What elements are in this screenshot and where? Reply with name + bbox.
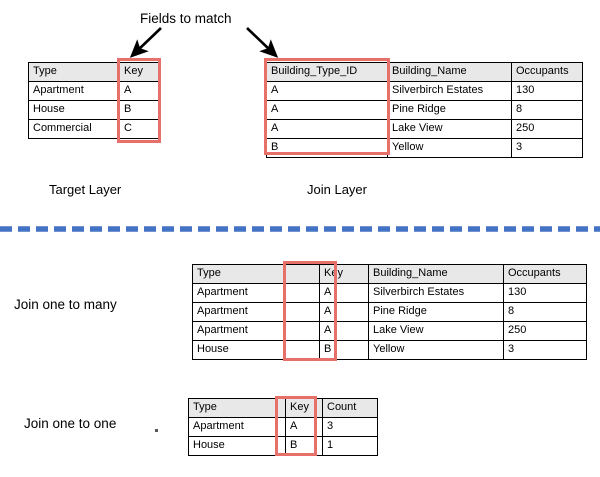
cell-occupants: 130 (511, 81, 583, 101)
target-layer-table-wrap: Type Key Apartment A House B Commercial … (28, 62, 159, 139)
cell-building-name: Lake View (387, 119, 512, 139)
cell-key: B (119, 100, 159, 120)
cell-key: C (119, 119, 159, 139)
target-layer-table: Type Key Apartment A House B Commercial … (28, 62, 159, 139)
join-one-to-many-label: Join one to many (14, 297, 117, 312)
cell-key: B (319, 340, 369, 360)
cell-building-name: Silverbirch Estates (368, 283, 504, 303)
join-one-to-one-table: Type Key Count Apartment A 3 House B 1 (188, 398, 378, 456)
cell-type: House (188, 436, 286, 456)
cell-type: Apartment (192, 321, 320, 341)
page-title: Fields to match (140, 11, 232, 26)
table-row: A Silverbirch Estates 130 (266, 81, 583, 101)
table-header-row: Type Key Building_Name Occupants (192, 264, 587, 284)
table-row: Commercial C (28, 119, 159, 139)
cell-key: A (319, 321, 369, 341)
table-header-row: Type Key (28, 62, 159, 82)
column-header-key: Key (319, 264, 369, 284)
cell-building-type-id: A (266, 119, 388, 139)
join-layer-table-wrap: Building_Type_ID Building_Name Occupants… (266, 62, 583, 158)
column-header-key: Key (119, 62, 159, 82)
cell-key: A (319, 302, 369, 322)
cell-count: 3 (322, 417, 378, 437)
column-header-type: Type (192, 264, 320, 284)
cell-occupants: 8 (511, 100, 583, 120)
column-header-occupants: Occupants (503, 264, 587, 284)
cell-building-name: Pine Ridge (387, 100, 512, 120)
join-layer-caption: Join Layer (307, 182, 367, 197)
table-row: House B Yellow 3 (192, 340, 587, 360)
cell-key: B (285, 436, 323, 456)
cell-occupants: 130 (503, 283, 587, 303)
table-row: Apartment A Silverbirch Estates 130 (192, 283, 587, 303)
cell-building-type-id: A (266, 81, 388, 101)
column-header-building-type-id: Building_Type_ID (266, 62, 388, 82)
cell-type: Commercial (28, 119, 120, 139)
join-one-to-one-table-wrap: Type Key Count Apartment A 3 House B 1 (188, 398, 378, 456)
cell-type: House (28, 100, 120, 120)
table-row: A Pine Ridge 8 (266, 100, 583, 120)
cell-occupants: 250 (511, 119, 583, 139)
table-row: House B (28, 100, 159, 120)
cell-building-type-id: B (266, 138, 388, 158)
cell-building-name: Silverbirch Estates (387, 81, 512, 101)
join-layer-table: Building_Type_ID Building_Name Occupants… (266, 62, 583, 158)
cell-building-type-id: A (266, 100, 388, 120)
column-header-type: Type (188, 398, 286, 418)
cell-building-name: Yellow (387, 138, 512, 158)
cell-type: Apartment (28, 81, 120, 101)
join-one-to-one-label: Join one to one (24, 416, 117, 431)
table-row: A Lake View 250 (266, 119, 583, 139)
column-header-building-name: Building_Name (387, 62, 512, 82)
cell-type: Apartment (188, 417, 286, 437)
cell-key: A (285, 417, 323, 437)
cell-occupants: 8 (503, 302, 587, 322)
cell-building-name: Pine Ridge (368, 302, 504, 322)
arrow-down-left-icon (129, 27, 162, 58)
cell-type: House (192, 340, 320, 360)
cell-count: 1 (322, 436, 378, 456)
cell-type: Apartment (192, 302, 320, 322)
cell-building-name: Lake View (368, 321, 504, 341)
cell-occupants: 3 (511, 138, 583, 158)
cell-type: Apartment (192, 283, 320, 303)
column-header-key: Key (285, 398, 323, 418)
arrow-down-right-icon (246, 27, 279, 58)
table-row: Apartment A (28, 81, 159, 101)
table-header-row: Type Key Count (188, 398, 378, 418)
table-row: Apartment A 3 (188, 417, 378, 437)
table-row: B Yellow 3 (266, 138, 583, 158)
column-header-type: Type (28, 62, 120, 82)
column-header-building-name: Building_Name (368, 264, 504, 284)
cell-building-name: Yellow (368, 340, 504, 360)
join-one-to-many-table: Type Key Building_Name Occupants Apartme… (192, 264, 587, 360)
table-row: Apartment A Pine Ridge 8 (192, 302, 587, 322)
cell-occupants: 3 (503, 340, 587, 360)
dashed-divider (0, 226, 600, 232)
table-header-row: Building_Type_ID Building_Name Occupants (266, 62, 583, 82)
join-one-to-many-table-wrap: Type Key Building_Name Occupants Apartme… (192, 264, 587, 360)
stray-dot-artifact (155, 429, 158, 432)
cell-occupants: 250 (503, 321, 587, 341)
table-row: House B 1 (188, 436, 378, 456)
target-layer-caption: Target Layer (49, 182, 122, 197)
cell-key: A (119, 81, 159, 101)
cell-key: A (319, 283, 369, 303)
table-row: Apartment A Lake View 250 (192, 321, 587, 341)
column-header-count: Count (322, 398, 378, 418)
column-header-occupants: Occupants (511, 62, 583, 82)
